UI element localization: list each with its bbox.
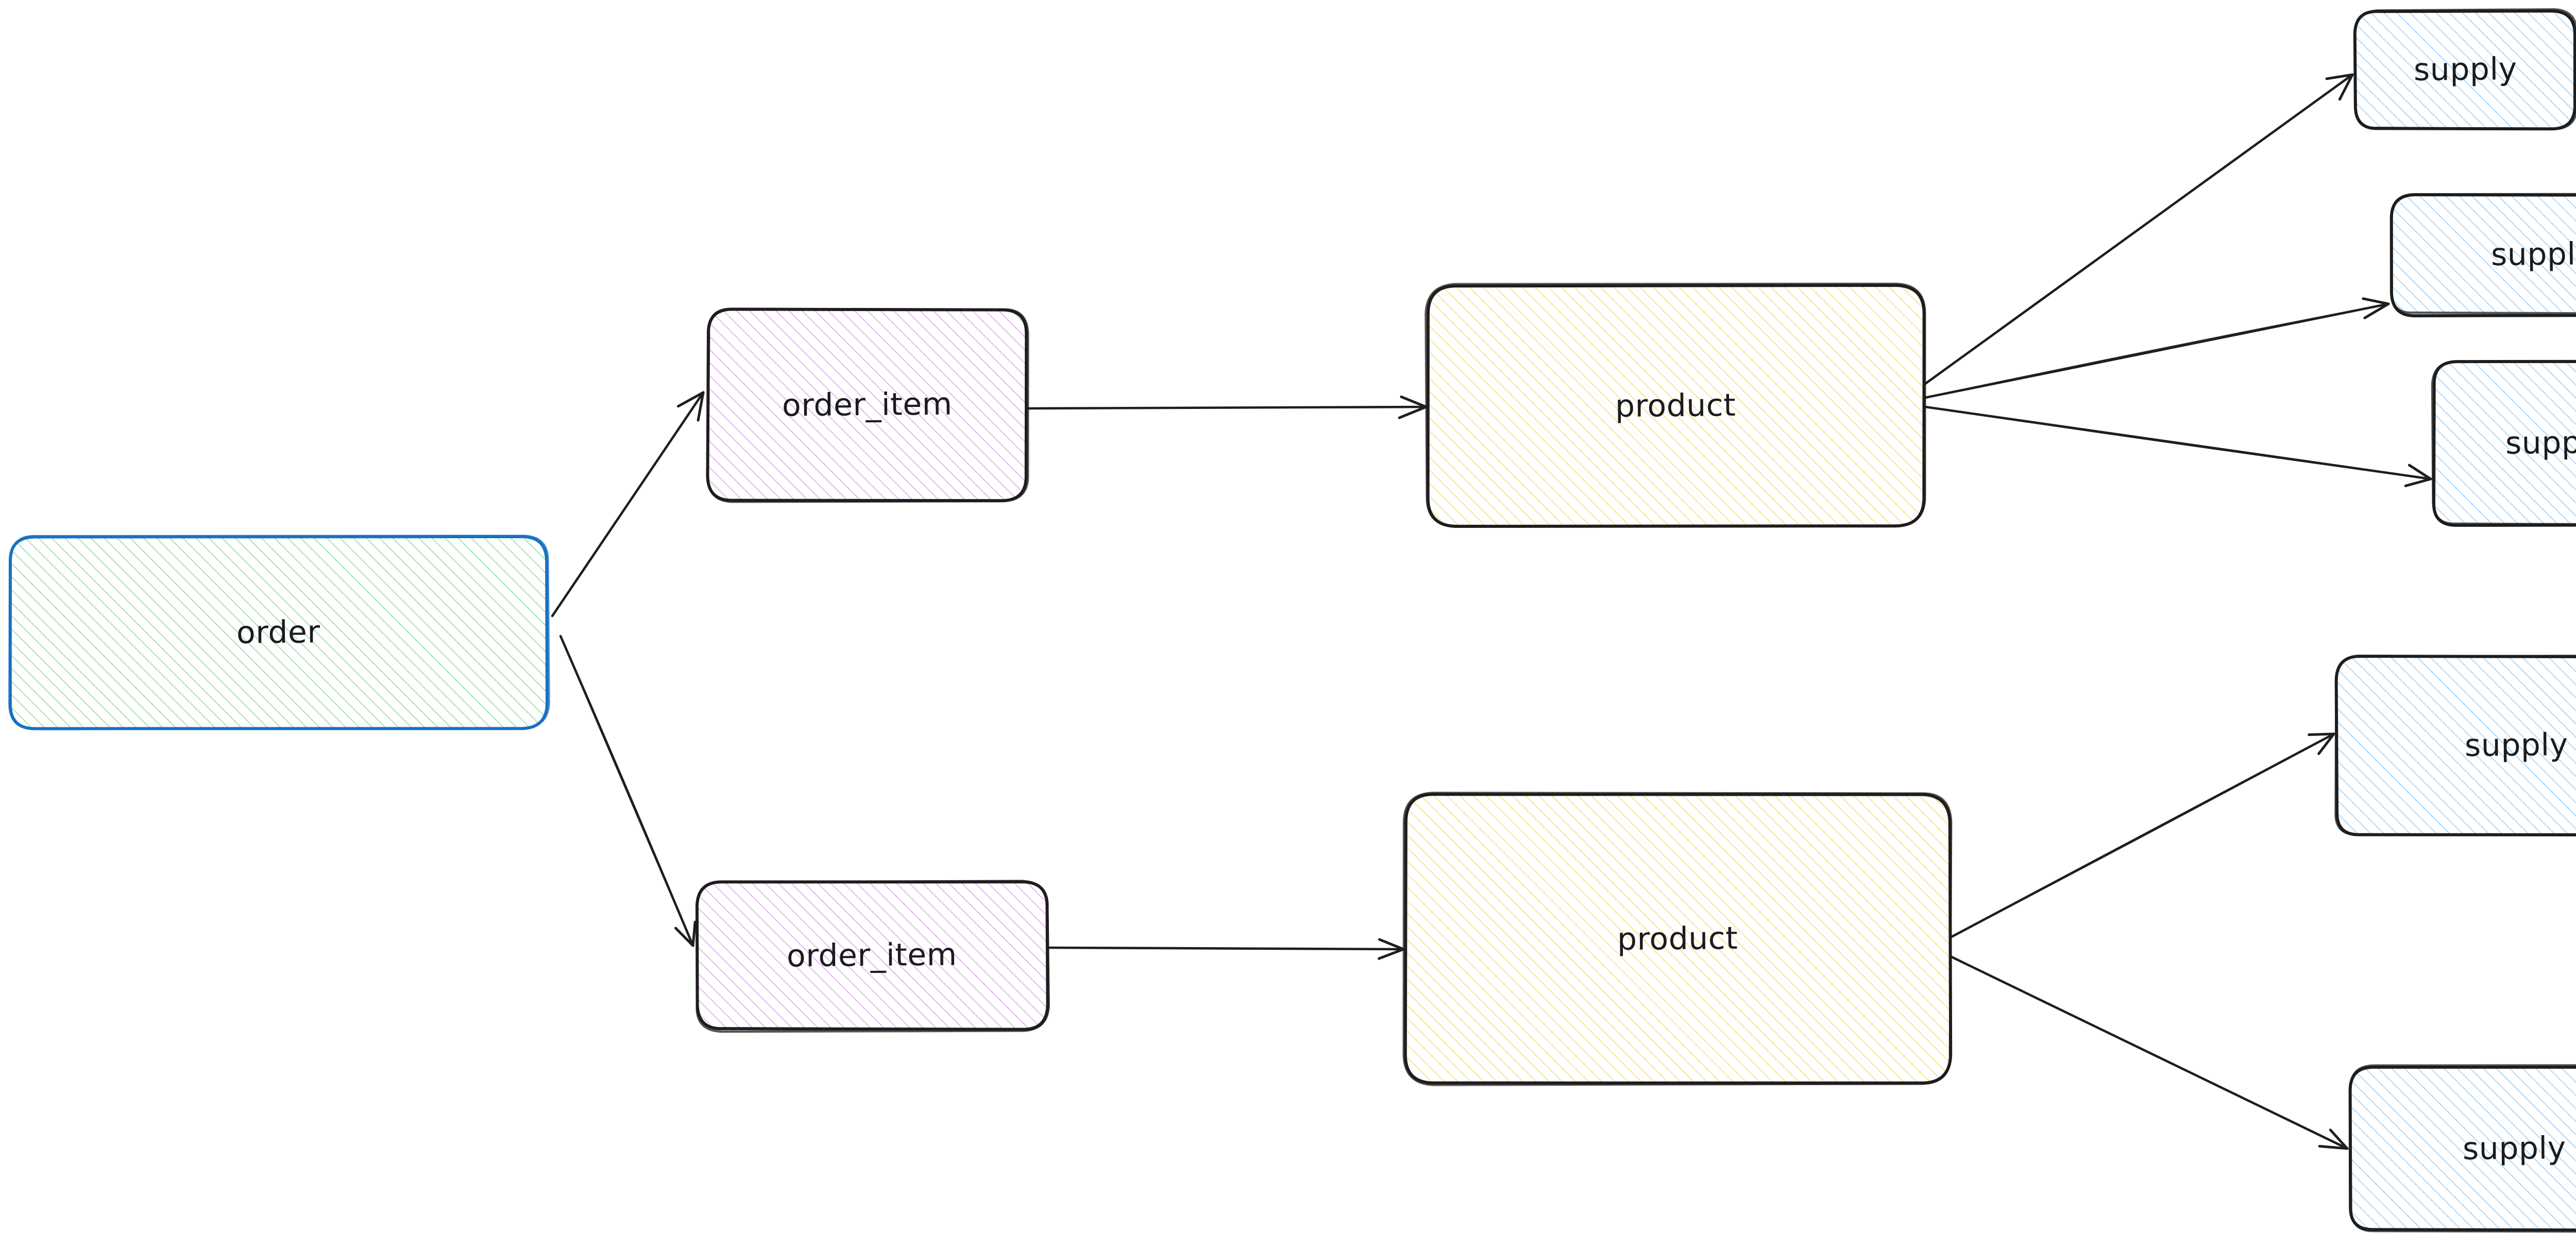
node-label-supply_4: supply	[2464, 727, 2568, 764]
node-shape-order	[8, 535, 550, 730]
node-product_bottom[interactable]: product	[1402, 792, 1953, 1086]
node-order[interactable]: order	[8, 535, 550, 730]
node-shape-supply_1	[2353, 8, 2576, 131]
node-product_top[interactable]: product	[1425, 282, 1926, 528]
node-supply_4[interactable]: supply	[2334, 655, 2576, 836]
node-shape-order_item_top	[706, 307, 1029, 503]
node-shape-supply_5	[2348, 1064, 2576, 1233]
node-shape-order_item_bottom	[695, 880, 1050, 1033]
node-shape-supply_3	[2431, 359, 2576, 527]
node-order_item_bottom[interactable]: order_item	[695, 880, 1050, 1033]
node-label-supply_5: supply	[2462, 1130, 2566, 1167]
node-supply_2[interactable]: supply	[2389, 193, 2576, 318]
node-supply_3[interactable]: supply	[2431, 359, 2576, 527]
node-label-supply_3: supply	[2505, 424, 2576, 461]
node-label-product_bottom: product	[1617, 920, 1738, 957]
node-label-order_item_top: order_item	[782, 386, 953, 423]
node-supply_1[interactable]: supply	[2353, 8, 2576, 131]
node-shape-product_bottom	[1402, 792, 1953, 1086]
node-label-supply_1: supply	[2413, 51, 2517, 88]
node-label-order: order	[236, 613, 320, 651]
node-label-product_top: product	[1615, 387, 1736, 425]
node-supply_5[interactable]: supply	[2348, 1064, 2576, 1233]
node-order_item_top[interactable]: order_item	[706, 307, 1029, 503]
node-shape-supply_2	[2389, 193, 2576, 318]
node-shape-product_top	[1425, 282, 1926, 528]
node-shape-supply_4	[2334, 655, 2576, 836]
node-label-supply_2: supply	[2490, 236, 2576, 273]
node-label-order_item_bottom: order_item	[786, 936, 957, 974]
